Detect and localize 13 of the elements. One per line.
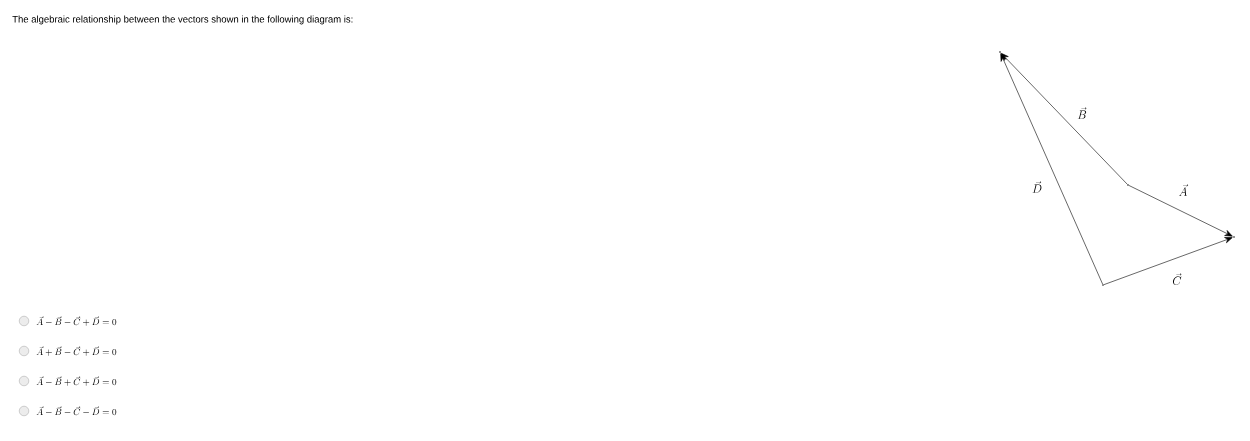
answer-option: $\vec{A} + \vec{B} - \vec{C} + \vec{D} = 0$ [36, 346, 117, 356]
vector-arrow [1000, 53, 1128, 185]
answer-option: $\vec{A} - \vec{B} + \vec{C} + \vec{D} = 0$ [36, 376, 117, 386]
question-text: The algebraic relationship between the vectors shown in the following diagram is: [12, 15, 353, 25]
vector-label: $\vec{B}$ [1077, 107, 1087, 119]
vector-arrow [1000, 53, 1103, 285]
vector-arrow [1128, 185, 1233, 237]
vector-label: $\vec{C}$ [1172, 273, 1182, 286]
vector-label: $\vec{A}$ [1179, 184, 1189, 196]
vector-label: $\vec{D}$ [1032, 181, 1042, 193]
answer-option: $\vec{A} - \vec{B} - \vec{C} + \vec{D} = 0$ [36, 316, 117, 326]
vector-arrow [1103, 237, 1233, 285]
answer-option: $\vec{A} - \vec{B} - \vec{C} - \vec{D} = 0$ [36, 406, 117, 416]
